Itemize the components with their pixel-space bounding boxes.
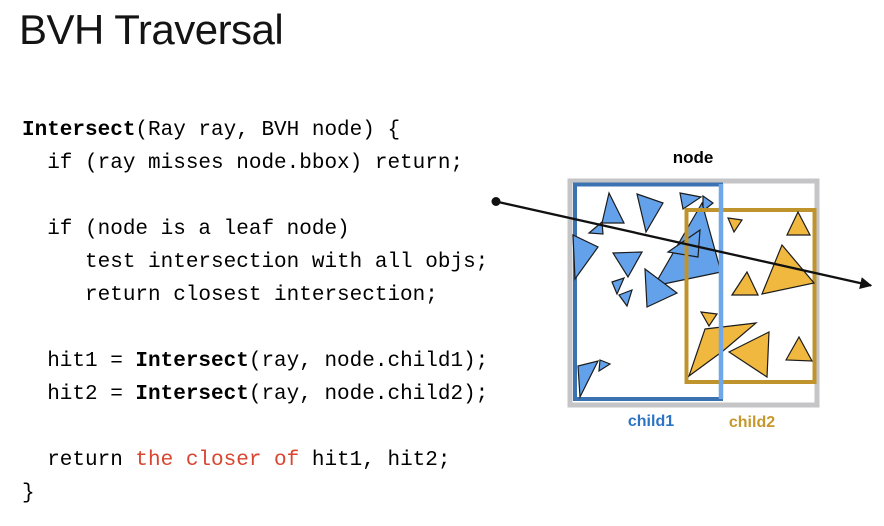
gold-triangle	[786, 210, 811, 236]
gold-triangle	[730, 270, 759, 296]
code-highlight-red: the closer of	[135, 449, 300, 472]
code-text: (ray, node.child1);	[248, 350, 489, 373]
blue-triangle	[702, 194, 715, 213]
pseudocode-block: Intersect(Ray ray, BVH node) { if (ray m…	[22, 114, 488, 510]
gold-triangle	[699, 311, 719, 328]
blue-triangle	[598, 359, 612, 373]
gold-triangle	[727, 217, 744, 234]
code-text: hit2 =	[22, 383, 136, 406]
child1-label: child1	[627, 413, 675, 430]
code-text: if (node is a leaf node)	[22, 218, 350, 241]
code-keyword: Intersect	[135, 383, 249, 406]
code-text: test intersection with all objs;	[22, 251, 489, 274]
blue-triangle	[611, 251, 644, 279]
code-text: (ray, node.child2);	[248, 383, 489, 406]
child2-bbox	[684, 208, 817, 384]
blue-triangle	[679, 192, 703, 211]
code-text: hit1, hit2;	[299, 449, 451, 472]
node-label: node	[672, 148, 714, 167]
ray-origin-dot	[491, 197, 501, 206]
slide-title: BVH Traversal	[19, 6, 284, 53]
blue-triangle	[577, 360, 600, 400]
code-text: return	[22, 449, 136, 472]
code-keyword: Intersect	[135, 350, 249, 373]
gold-triangle	[761, 243, 816, 295]
node-bbox	[567, 178, 820, 408]
gold-triangle	[727, 331, 770, 379]
code-text: }	[22, 482, 35, 505]
blue-triangle	[611, 277, 626, 296]
bvh-boxes-svg	[491, 178, 873, 408]
blue-triangle	[618, 288, 633, 308]
code-text: return closest intersection;	[22, 284, 438, 307]
code-keyword: Intersect	[22, 119, 136, 142]
code-text: (Ray ray, BVH node) {	[135, 119, 401, 142]
code-text: hit1 =	[22, 350, 136, 373]
blue-triangle	[572, 234, 599, 281]
code-text: if (ray misses node.bbox) return;	[22, 152, 464, 175]
gold-triangle	[784, 335, 814, 362]
ray-line	[495, 200, 873, 289]
blue-triangle	[636, 193, 664, 234]
child2-label: child2	[728, 414, 776, 431]
blue-triangle	[644, 267, 679, 308]
blue-triangle	[601, 191, 625, 224]
